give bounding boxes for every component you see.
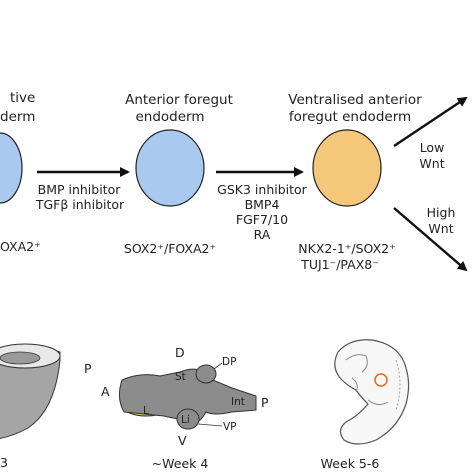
- embryo-middle-vp-label: VP: [223, 421, 237, 433]
- embryo-middle-v-label: V: [178, 433, 187, 448]
- stage-1-title-line2: derm: [0, 109, 36, 125]
- embryo-middle-a-label: A: [101, 384, 110, 399]
- transition-2-line3: FGF7/10: [235, 212, 289, 227]
- stage-3-title-line2: foregut endoderm: [288, 109, 412, 125]
- embryo-middle-illustration: [118, 362, 257, 430]
- transition-2-line2: BMP4: [244, 197, 280, 212]
- embryo-left-caption: 3: [0, 455, 8, 470]
- embryo-middle-caption: ~Week 4: [151, 456, 209, 471]
- arrow-low-wnt: [393, 96, 468, 147]
- embryo-middle-dp-label: DP: [222, 356, 237, 368]
- stage-3-oval: [312, 129, 382, 207]
- stage-1-marker: OXA2⁺: [0, 239, 41, 254]
- embryo-middle-d-label: D: [175, 345, 185, 360]
- stage-2-title-line2: endoderm: [135, 109, 205, 125]
- embryo-middle-int-label: Int: [231, 396, 245, 408]
- embryo-middle-l-label: L: [143, 405, 149, 417]
- embryo-left-illustration: [0, 343, 61, 439]
- stage-2-marker: SOX2⁺/FOXA2⁺: [123, 241, 217, 256]
- stage-3-marker-2: TUJ1⁻/PAX8⁻: [301, 257, 379, 272]
- branch-low-line2: Wnt: [419, 156, 445, 171]
- transition-1-line2: TGFβ inhibitor: [35, 197, 125, 212]
- embryo-right-caption: Week 5-6: [320, 456, 380, 471]
- arrow-high-wnt: [393, 207, 468, 272]
- embryo-right-illustration: [334, 339, 410, 445]
- transition-1-line1: BMP inhibitor: [37, 182, 121, 197]
- stage-1-oval: [0, 132, 23, 204]
- embryo-left-p-label: P: [84, 361, 92, 376]
- transition-2-line1: GSK3 inhibitor: [217, 182, 307, 197]
- stage-3-title-line1: Ventralised anterior: [288, 92, 422, 108]
- stage-2-title-line1: Anterior foregut: [125, 92, 233, 108]
- branch-high-line2: Wnt: [428, 221, 454, 236]
- transition-2-line4: RA: [253, 227, 271, 242]
- stage-2-oval: [135, 129, 205, 207]
- embryo-middle-st-label: St: [175, 371, 186, 383]
- branch-low-line1: Low: [419, 140, 445, 155]
- branch-high-line1: High: [426, 205, 456, 220]
- embryo-middle-li-label: Li: [181, 414, 190, 426]
- stage-3-marker: NKX2-1⁺/SOX2⁺: [298, 241, 396, 256]
- stage-1-title-line1: tive: [10, 90, 36, 106]
- embryo-middle-p-label: P: [261, 395, 269, 410]
